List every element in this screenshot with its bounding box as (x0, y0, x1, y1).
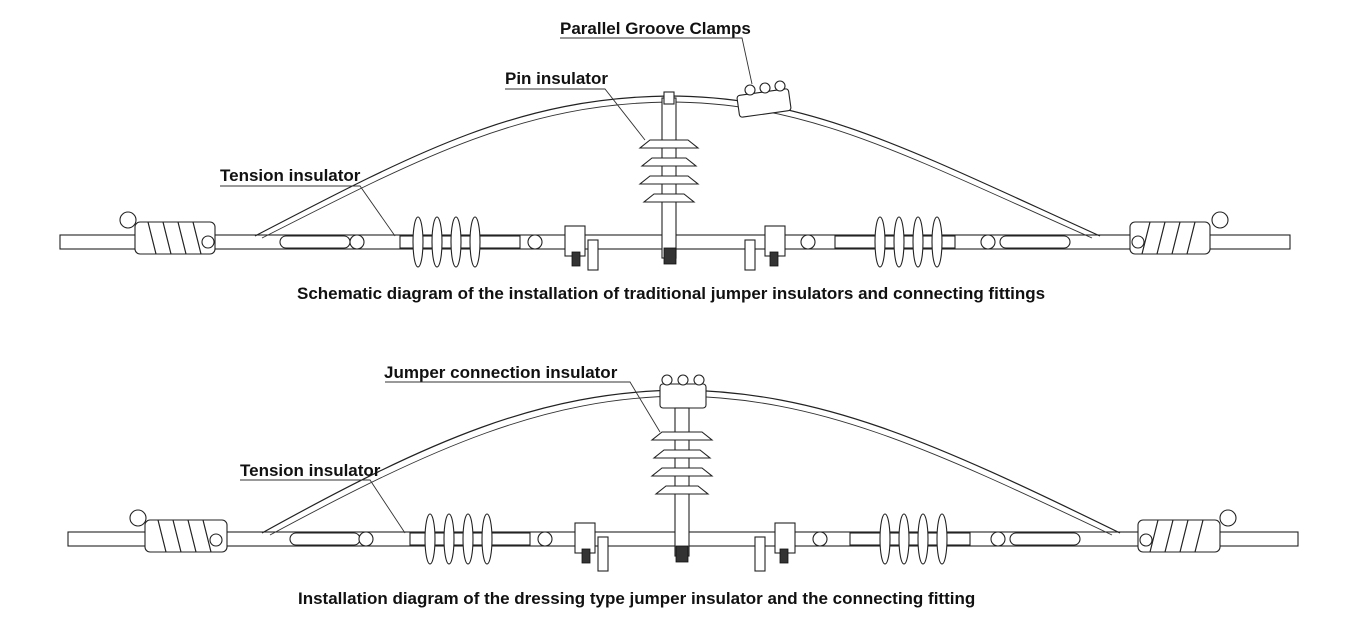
left-yoke-fitting-2 (574, 522, 609, 572)
left-tension-insulator-2 (289, 513, 553, 565)
label-pin-insulator: Pin insulator (505, 69, 608, 88)
caption-bottom-diagram: Installation diagram of the dressing typ… (298, 589, 975, 608)
label-jumper-connection-insulator: Jumper connection insulator (384, 363, 618, 382)
right-yoke-fitting-2 (754, 522, 796, 572)
caption-top-diagram: Schematic diagram of the installation of… (297, 284, 1045, 303)
dressing-jumper-diagram: Jumper connection insulator Tension insu… (67, 363, 1299, 608)
left-strain-clamp (119, 211, 216, 255)
label-tension-insulator-bottom: Tension insulator (240, 461, 381, 480)
traditional-jumper-diagram: Parallel Groove Clamps Pin insulator Ten… (59, 19, 1291, 303)
label-parallel-groove-clamps: Parallel Groove Clamps (560, 19, 751, 38)
left-yoke-fitting (564, 225, 599, 271)
left-strain-clamp-2 (129, 509, 228, 553)
right-tension-insulator-2 (812, 513, 1081, 565)
right-strain-clamp-2 (1137, 509, 1237, 553)
jumper-connection-insulator (650, 374, 714, 563)
left-tension-insulator (279, 216, 543, 268)
label-tension-insulator-top: Tension insulator (220, 166, 361, 185)
right-yoke-fitting (744, 225, 786, 271)
pin-insulator (638, 91, 700, 265)
right-strain-clamp (1129, 211, 1229, 255)
right-tension-insulator (800, 216, 1071, 268)
parallel-groove-clamp (736, 80, 792, 118)
